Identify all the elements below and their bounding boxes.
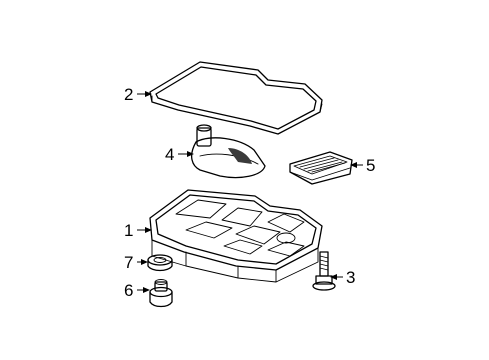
arrow-3 [330, 274, 337, 280]
bolt [312, 251, 336, 291]
callout-3: 3 [346, 268, 355, 287]
oil-pan [149, 189, 323, 283]
callout-6: 6 [124, 281, 133, 300]
callout-2: 2 [124, 85, 133, 104]
arrow-5 [350, 162, 357, 168]
seal-ring [147, 254, 173, 272]
drain-plug [149, 279, 173, 308]
callout-5: 5 [366, 156, 375, 175]
transmission-filter [190, 124, 266, 179]
arrow-4 [187, 151, 194, 157]
callout-7: 7 [124, 253, 133, 272]
callout-numbers: 2 4 5 1 7 6 3 [124, 85, 375, 300]
screen-filter [289, 151, 353, 185]
arrow-7 [141, 259, 148, 265]
arrow-2 [145, 91, 152, 97]
callout-4: 4 [165, 145, 174, 164]
callout-1: 1 [124, 221, 133, 240]
arrow-6 [143, 287, 150, 293]
pan-gasket [149, 61, 323, 135]
arrow-1 [145, 227, 152, 233]
leader-lines [137, 91, 363, 293]
